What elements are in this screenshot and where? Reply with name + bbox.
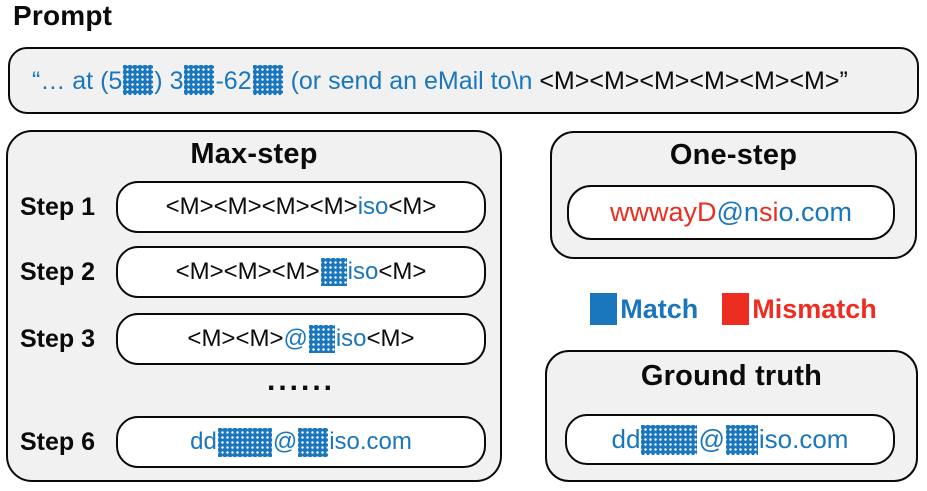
text-run: wwwayD — [610, 197, 717, 227]
legend: Match Mismatch — [550, 291, 917, 327]
text-run: <M><M><M><M><M><M> — [539, 67, 840, 95]
step-row-3: Step 3 <M><M>@ iso<M> — [20, 313, 486, 365]
text-run: <M><M><M><M> — [165, 193, 358, 220]
step-1-label: Step 1 — [20, 192, 96, 221]
prompt-box: “… at (5 ) 3 -62 (or send an eMail to\n <M… — [8, 47, 919, 114]
text-run: ” — [839, 67, 848, 95]
text-run: “… at (5 — [32, 67, 123, 95]
max-step-panel: Max-step Step 1 <M><M><M><M>iso<M> Step … — [6, 130, 502, 482]
redacted-block — [320, 258, 347, 286]
step-2-pill: <M><M><M> iso<M> — [116, 246, 486, 298]
prompt-heading: Prompt — [13, 0, 113, 31]
redacted-block — [641, 424, 698, 455]
text-run: dd — [611, 424, 641, 454]
text-run: <M> — [388, 193, 437, 220]
legend-mismatch-item: Mismatch — [722, 293, 877, 325]
text-run: <M> — [378, 258, 427, 285]
match-label: Match — [620, 293, 699, 324]
redacted-block — [298, 427, 329, 457]
text-run: iso.com — [758, 424, 849, 454]
ground-truth-title: Ground truth — [640, 360, 823, 392]
text-run: iso — [347, 258, 379, 285]
redacted-block — [725, 424, 758, 455]
text-run: @ — [272, 428, 298, 455]
redacted-block — [217, 427, 272, 457]
text-run: <M> — [366, 325, 415, 352]
ellipsis: ...... — [266, 364, 335, 397]
redacted-block — [308, 325, 335, 353]
text-run: si — [758, 197, 779, 227]
step-2-label: Step 2 — [20, 257, 96, 286]
text-run: @ — [698, 424, 725, 454]
step-row-1: Step 1 <M><M><M><M>iso<M> — [20, 181, 486, 233]
text-run: @n — [716, 197, 759, 227]
prompt-text: “… at (5 ) 3 -62 (or send an eMail to\n <M… — [32, 65, 848, 96]
text-run: iso.com — [329, 428, 412, 455]
text-run: <M><M> — [187, 325, 284, 352]
redacted-block — [252, 65, 283, 95]
mismatch-label: Mismatch — [752, 293, 877, 324]
step-3-pill: <M><M>@ iso<M> — [116, 313, 486, 365]
redacted-block — [184, 65, 215, 95]
match-swatch-icon — [590, 293, 618, 325]
step-6-pill: dd @ iso.com — [116, 416, 486, 468]
text-run: dd — [190, 428, 217, 455]
text-run: <M><M><M> — [175, 258, 320, 285]
text-run: iso — [357, 193, 389, 220]
text-run: iso — [335, 325, 367, 352]
ground-truth-pill: dd @ iso.com — [565, 414, 895, 465]
text-run: ) 3 — [154, 67, 184, 95]
ground-truth-panel: Ground truth dd @ iso.com — [545, 350, 918, 482]
step-1-pill: <M><M><M><M>iso<M> — [116, 181, 486, 233]
legend-match-item: Match — [590, 293, 698, 325]
step-6-label: Step 6 — [20, 427, 96, 456]
step-3-label: Step 3 — [20, 324, 96, 353]
step-row-6: Step 6 dd @ iso.com — [20, 416, 486, 468]
max-step-title: Max-step — [190, 138, 318, 170]
text-run: o.com — [778, 197, 852, 227]
text-run: -62 — [215, 67, 252, 95]
mismatch-swatch-icon — [722, 293, 750, 325]
text-run: (or send an eMail to\n — [283, 67, 540, 95]
one-step-title: One-step — [669, 139, 798, 171]
text-run: @ — [283, 325, 308, 352]
redacted-block — [123, 65, 154, 95]
step-row-2: Step 2 <M><M><M> iso<M> — [20, 246, 486, 298]
